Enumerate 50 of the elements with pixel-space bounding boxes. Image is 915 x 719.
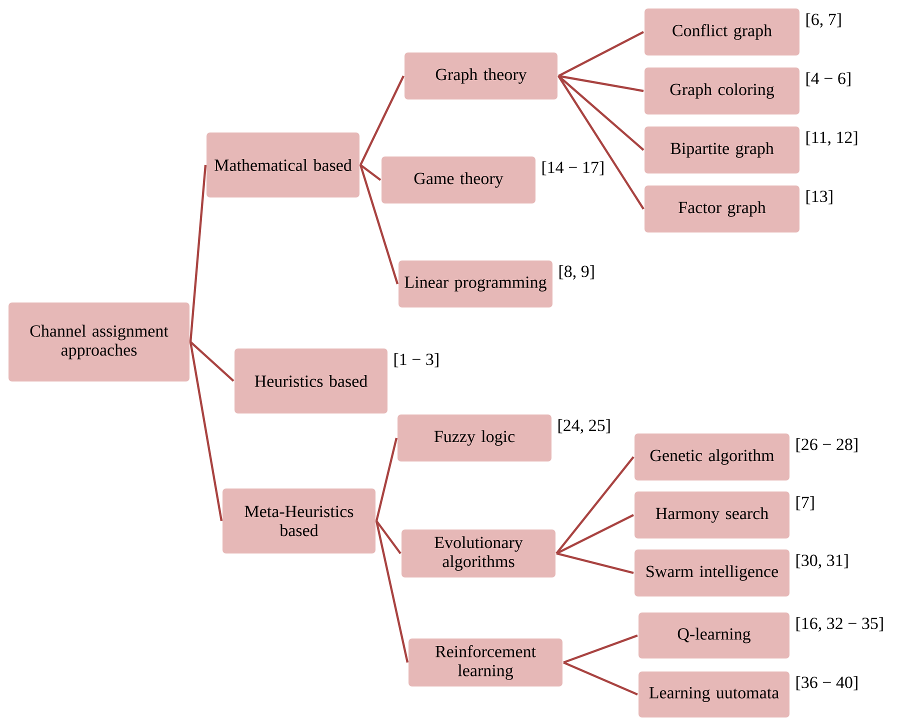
category-box: Meta-Heuristics based: [222, 487, 376, 554]
connector-line: [558, 75, 644, 151]
category-box: Q-learning: [638, 611, 790, 660]
citation: [14 − 17]: [542, 161, 604, 176]
citation: [1 − 3]: [394, 353, 438, 368]
connector-line: [190, 341, 234, 382]
connector-line: [558, 74, 644, 92]
category-box: Genetic algorithm: [634, 432, 790, 482]
connector-line: [558, 31, 644, 77]
category-box: Factor graph: [644, 184, 800, 234]
connector-line: [375, 520, 409, 663]
citation: [36 − 40]: [796, 676, 858, 690]
category-box: Mathematical based: [206, 131, 360, 198]
connector-line: [375, 438, 398, 522]
connector-line: [556, 514, 634, 554]
connector-line: [376, 520, 402, 554]
category-box: Swarm intelligence: [634, 548, 790, 598]
category-box: Reinforcement learning: [408, 637, 564, 688]
citation: [16, 32 − 35]: [796, 617, 883, 632]
category-box: Graph coloring: [644, 66, 800, 116]
citation: [8, 9]: [559, 265, 594, 280]
citation: [24, 25]: [558, 419, 610, 434]
category-box: Harmony search: [634, 490, 790, 540]
category-box: Bipartite graph: [644, 126, 800, 174]
connector-line: [189, 164, 207, 342]
category-box: Game theory: [380, 155, 536, 204]
connector-line: [558, 75, 644, 210]
category-box: Graph theory: [404, 51, 558, 100]
citation: [30, 31]: [796, 554, 848, 569]
category-box: Heuristics based: [234, 347, 388, 414]
connector-line: [556, 456, 634, 554]
citation: [13]: [806, 190, 832, 204]
connector-line: [360, 76, 404, 166]
citation: [6, 7]: [806, 13, 841, 28]
category-box: Evolutionary algorithms: [400, 528, 556, 578]
category-box: Fuzzy logic: [396, 413, 552, 462]
citation: [26 − 28]: [796, 438, 858, 452]
citation: [7]: [796, 496, 814, 510]
connector-line: [189, 342, 223, 522]
citation: [4 − 6]: [806, 72, 850, 86]
connector-line: [563, 634, 638, 664]
connector-line: [556, 552, 634, 574]
connector-line: [563, 661, 638, 696]
category-box: Channel assignment approaches: [8, 301, 190, 382]
category-box: Learning uutomata: [638, 670, 790, 718]
connector-line: [359, 164, 399, 284]
citation: [11, 12]: [806, 131, 858, 146]
category-box: Linear programming: [398, 259, 554, 308]
category-box: Conflict graph: [644, 7, 800, 56]
connector-line: [360, 164, 382, 181]
